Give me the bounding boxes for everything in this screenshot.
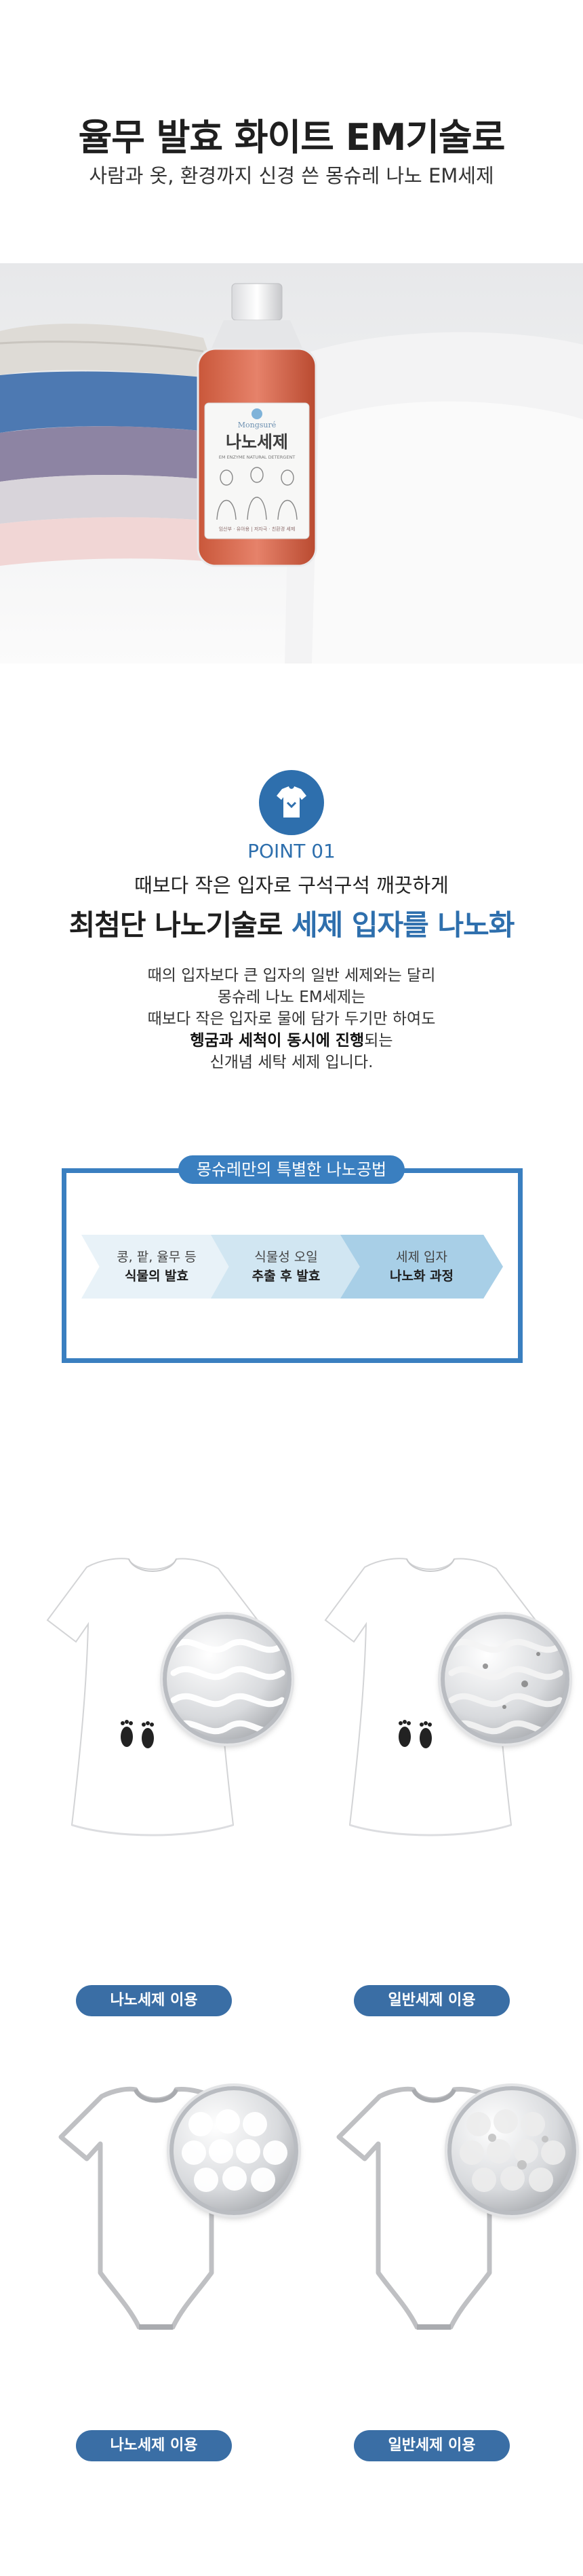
page-title: 율무 발효 화이트 EM기술로: [78, 116, 506, 159]
cotton-zoom-clean-icon: [169, 2086, 298, 2215]
tshirt-badge-icon: [259, 770, 324, 835]
desc-line: 신개념 세탁 세제 입니다.: [209, 1054, 374, 1071]
headline-normal: 최첨단 나노기술로: [68, 908, 283, 942]
page-subtitle: 사람과 옷, 환경까지 신경 쓴 몽슈레 나노 EM세제: [89, 164, 494, 187]
label-regular-detergent: 일반세제 이용: [354, 1985, 510, 2016]
point-label: POINT 01: [247, 840, 336, 862]
bottle-name: 나노세제: [226, 432, 288, 452]
desc-line-emphasis: 헹굼과 세척이 동시에 진행되는: [0, 1030, 583, 1052]
desc-bold: 헹굼과 세척이 동시에 진행: [190, 1032, 365, 1050]
label-nano-detergent-2: 나노세제 이용: [76, 2430, 232, 2461]
hero-illustration: Mongsuré 나노세제 EM ENZYME NATURAL DETERGEN…: [0, 263, 583, 664]
bottle-tagline: EM ENZYME NATURAL DETERGENT: [219, 455, 296, 460]
point-subheading: 때보다 작은 입자로 구석구석 깨끗하게: [134, 874, 449, 897]
fabric-zoom-clean-icon: [163, 1615, 292, 1744]
desc-line: 때보다 작은 입자로 물에 담가 두기만 하여도: [147, 1010, 436, 1028]
bottle-note: 임산부 · 유아용 | 저자극 · 친환경 세제: [219, 526, 296, 532]
process-title: 몽슈레만의 특별한 나노공법: [178, 1155, 405, 1184]
process-step-2: 식물성 오일 추출 후 발효: [211, 1235, 361, 1299]
headline-highlight: 세제 입자를 나노화: [292, 908, 515, 942]
step-line2: 식물의 발효: [124, 1269, 188, 1284]
desc-line: 때의 입자보다 큰 입자의 일반 세제와는 달리: [147, 967, 436, 984]
label-regular-detergent-2: 일반세제 이용: [354, 2430, 510, 2461]
fabric-zoom-dirty-icon: [441, 1615, 569, 1744]
header-section: 율무 발효 화이트 EM기술로 사람과 옷, 환경까지 신경 쓴 몽슈레 나노 …: [0, 0, 583, 263]
process-step-1: 콩, 팥, 율무 등 식물의 발효: [81, 1235, 232, 1299]
step-line2: 추출 후 발효: [252, 1269, 321, 1284]
point-headline: 최첨단 나노기술로 세제 입자를 나노화: [0, 902, 583, 944]
step-line1: 콩, 팥, 율무 등: [117, 1250, 197, 1265]
process-step-3: 세제 입자 나노화 과정: [340, 1235, 503, 1299]
step-line2: 나노화 과정: [389, 1269, 454, 1284]
hero-product-photo: Mongsuré 나노세제 EM ENZYME NATURAL DETERGEN…: [0, 263, 583, 664]
desc-line: 몽슈레 나노 EM세제는: [217, 988, 366, 1006]
point-description: 때의 입자보다 큰 입자의 일반 세제와는 달리 몽슈레 나노 EM세제는 때보…: [0, 965, 583, 1073]
desc-rest: 되는: [364, 1032, 393, 1050]
cotton-zoom-dirty-icon: [447, 2086, 576, 2215]
step-line1: 세제 입자: [396, 1250, 447, 1265]
label-nano-detergent: 나노세제 이용: [76, 1985, 232, 2016]
step-line1: 식물성 오일: [254, 1250, 318, 1265]
bottle-brand: Mongsuré: [238, 421, 277, 429]
